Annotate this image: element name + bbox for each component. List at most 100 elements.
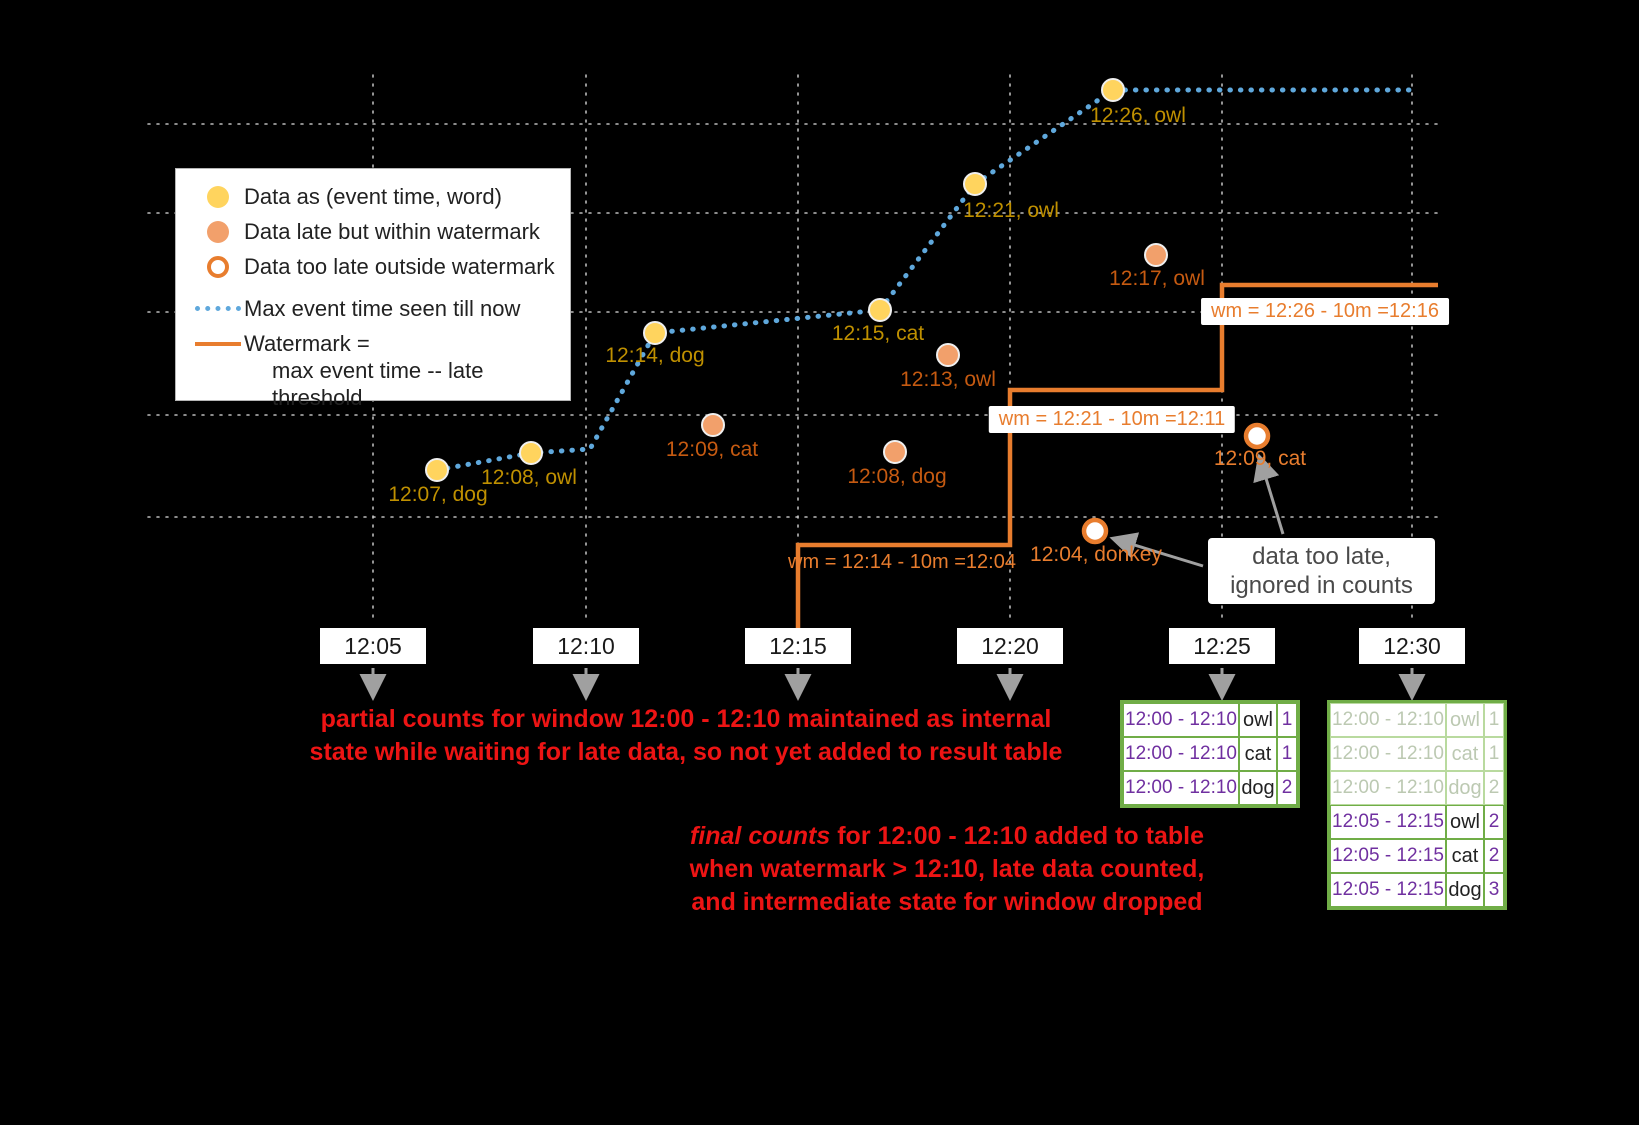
cell-word: cat	[1446, 839, 1484, 873]
data-point-on-time	[1101, 78, 1125, 102]
processing-time-label: 12:25	[1169, 628, 1275, 664]
cell-count: 1	[1484, 703, 1504, 737]
processing-time-label: 12:30	[1359, 628, 1465, 664]
data-point-late	[1144, 243, 1168, 267]
final-counts-emphasis: final counts	[689, 822, 831, 850]
legend-watermark-line2: max event time -- late threshold	[272, 358, 484, 410]
legend-watermark-line1: Watermark =	[244, 331, 370, 356]
legend-item-max-event-line: Max event time seen till now	[192, 295, 556, 322]
legend: Data as (event time, word) Data late but…	[175, 168, 571, 410]
data-point-late-label: 12:09, cat	[665, 438, 759, 461]
legend-item-on-time: Data as (event time, word)	[192, 183, 556, 210]
too-late-arrow	[1109, 532, 1204, 568]
watermark-value-label: wm = 12:21 - 10m =12:11	[988, 406, 1236, 433]
watermark-line-icon	[192, 342, 244, 346]
data-point-too-late-label: 12:04, donkey	[1030, 543, 1162, 566]
data-point-on-time	[643, 321, 667, 345]
too-late-callout-line2: ignored in counts	[1230, 572, 1413, 599]
data-point-on-time-label: 12:26, owl	[1090, 104, 1186, 127]
data-point-late-label: 12:13, owl	[900, 368, 996, 391]
data-point-on-time-label: 12:08, owl	[481, 466, 577, 489]
data-point-on-time-label: 12:07, dog	[388, 483, 488, 506]
cell-time: 12:00 - 12:10	[1123, 771, 1239, 805]
partial-counts-note: partial counts for window 12:00 - 12:10 …	[310, 703, 1063, 769]
too-late-callout-line1: data too late,	[1252, 543, 1391, 570]
data-point-on-time	[868, 298, 892, 322]
cell-count: 2	[1277, 771, 1297, 805]
cell-time: 12:00 - 12:10	[1330, 771, 1446, 805]
on-time-dot-icon	[192, 185, 244, 208]
cell-count: 3	[1484, 873, 1504, 907]
data-point-too-late	[1243, 422, 1271, 450]
data-point-late-label: 12:08, dog	[847, 465, 947, 488]
data-point-on-time-label: 12:21, owl	[963, 199, 1059, 222]
cell-count: 2	[1484, 771, 1504, 805]
cell-word: owl	[1446, 703, 1484, 737]
cell-word: dog	[1239, 771, 1277, 805]
cell-word: dog	[1446, 873, 1484, 907]
late-dot-icon	[192, 220, 244, 243]
watermark-line	[795, 282, 1438, 629]
data-point-on-time	[963, 172, 987, 196]
data-point-on-time	[519, 441, 543, 465]
too-late-callout: data too late, ignored in counts	[1208, 538, 1435, 604]
cell-time: 12:00 - 12:10	[1330, 737, 1446, 771]
processing-time-label: 12:15	[745, 628, 851, 664]
legend-label: Max event time seen till now	[244, 296, 521, 321]
cell-time: 12:00 - 12:10	[1123, 737, 1239, 771]
cell-count: 1	[1484, 737, 1504, 771]
cell-time: 12:00 - 12:10	[1123, 703, 1239, 737]
processing-time-label: 12:20	[957, 628, 1063, 664]
processing-time-label: 12:10	[533, 628, 639, 664]
too-late-arrow	[1253, 453, 1285, 535]
cell-count: 2	[1484, 805, 1504, 839]
data-point-on-time	[425, 458, 449, 482]
cell-time: 12:00 - 12:10	[1330, 703, 1446, 737]
data-point-late-label: 12:17, owl	[1109, 267, 1205, 290]
final-counts-note: final counts for 12:00 - 12:10 added to …	[690, 820, 1205, 919]
cell-word: cat	[1239, 737, 1277, 771]
data-point-late	[936, 343, 960, 367]
final-counts-line1-rest: for 12:00 - 12:10 added to table	[830, 822, 1204, 850]
final-counts-line2: when watermark > 12:10, late data counte…	[689, 855, 1205, 883]
partial-counts-line1: partial counts for window 12:00 - 12:10 …	[320, 705, 1052, 733]
cell-count: 2	[1484, 839, 1504, 873]
data-point-on-time-label: 12:15, cat	[831, 322, 925, 345]
final-counts-line1: final counts for 12:00 - 12:10 added to …	[690, 820, 1205, 853]
legend-label: Data as (event time, word)	[244, 184, 502, 209]
legend-label: Data late but within watermark	[244, 219, 540, 244]
data-point-late	[701, 413, 725, 437]
cell-time: 12:05 - 12:15	[1330, 805, 1446, 839]
cell-time: 12:05 - 12:15	[1330, 873, 1446, 907]
cell-word: dog	[1446, 771, 1484, 805]
cell-word: cat	[1446, 737, 1484, 771]
cell-time: 12:05 - 12:15	[1330, 839, 1446, 873]
final-counts-line3: and intermediate state for window droppe…	[691, 888, 1203, 916]
legend-item-too-late: Data too late outside watermark	[192, 253, 556, 280]
cell-word: owl	[1239, 703, 1277, 737]
watermark-value-label: wm = 12:14 - 10m =12:04	[788, 551, 1016, 573]
cell-count: 1	[1277, 737, 1297, 771]
max-event-time-line	[434, 87, 1417, 473]
legend-item-watermark: Watermark = max event time -- late thres…	[192, 330, 556, 411]
legend-label-watermark: Watermark = max event time -- late thres…	[244, 330, 556, 411]
legend-item-late: Data late but within watermark	[192, 218, 556, 245]
too-late-dot-icon	[192, 255, 244, 278]
data-point-too-late	[1081, 517, 1109, 545]
processing-time-label: 12:05	[320, 628, 426, 664]
data-point-late	[883, 440, 907, 464]
cell-word: owl	[1446, 805, 1484, 839]
partial-counts-line2: state while waiting for late data, so no…	[309, 738, 1063, 766]
